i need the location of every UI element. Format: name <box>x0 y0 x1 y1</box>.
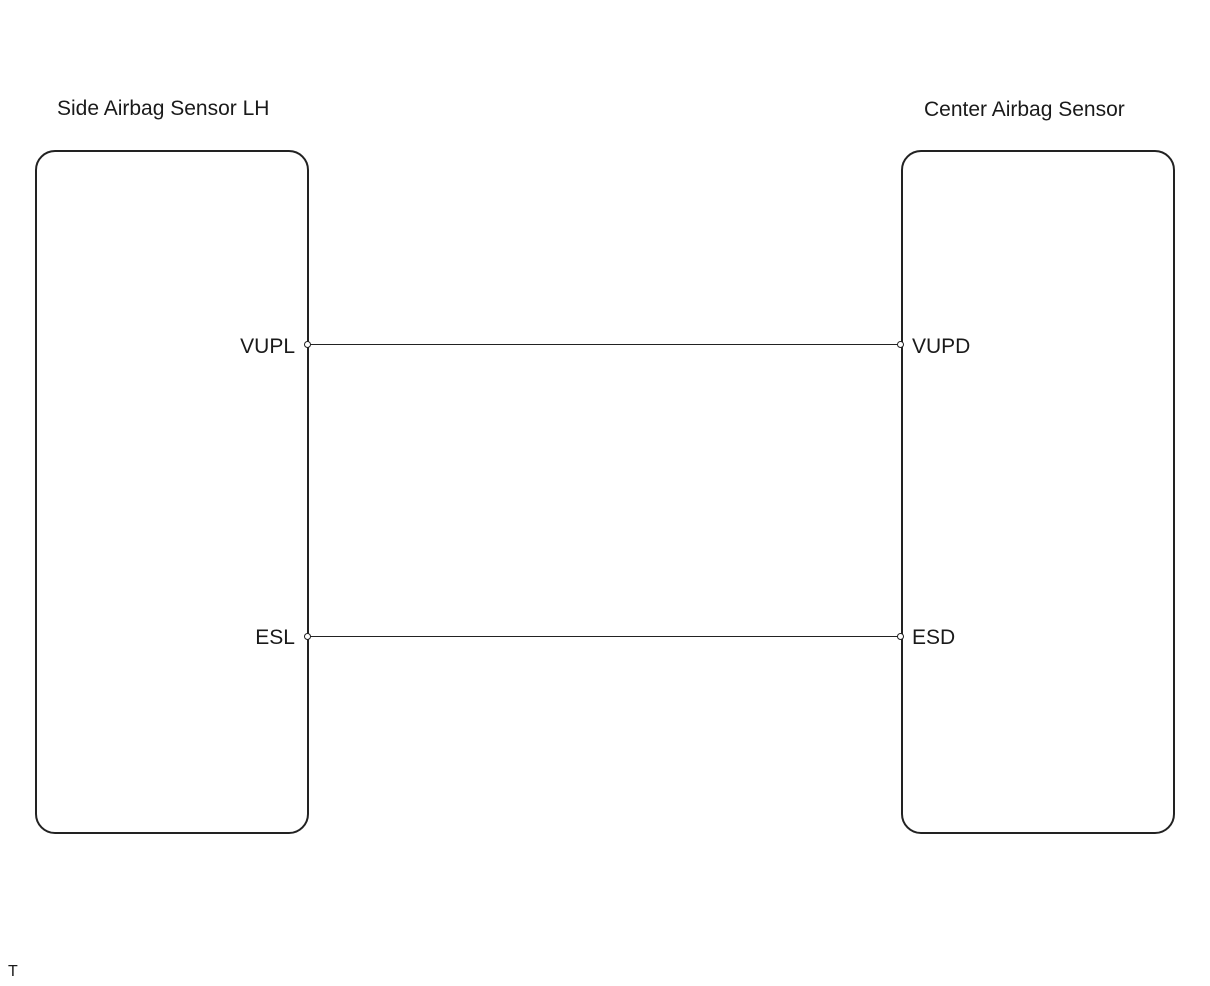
wire-esl-esd <box>309 636 901 637</box>
terminal-vupd <box>897 341 904 348</box>
pin-label-vupd: VUPD <box>912 335 971 358</box>
center-airbag-sensor-box <box>901 150 1175 834</box>
pin-label-esl: ESL <box>255 626 295 649</box>
wire-vupl-vupd <box>309 344 901 345</box>
terminal-vupl <box>304 341 311 348</box>
center-airbag-sensor-title: Center Airbag Sensor <box>924 98 1125 121</box>
side-airbag-sensor-lh-title: Side Airbag Sensor LH <box>57 97 270 120</box>
pin-label-esd: ESD <box>912 626 956 649</box>
pin-label-vupl: VUPL <box>240 335 295 358</box>
terminal-esl <box>304 633 311 640</box>
side-airbag-sensor-lh-box <box>35 150 309 834</box>
terminal-esd <box>897 633 904 640</box>
corner-mark: T <box>8 963 18 980</box>
